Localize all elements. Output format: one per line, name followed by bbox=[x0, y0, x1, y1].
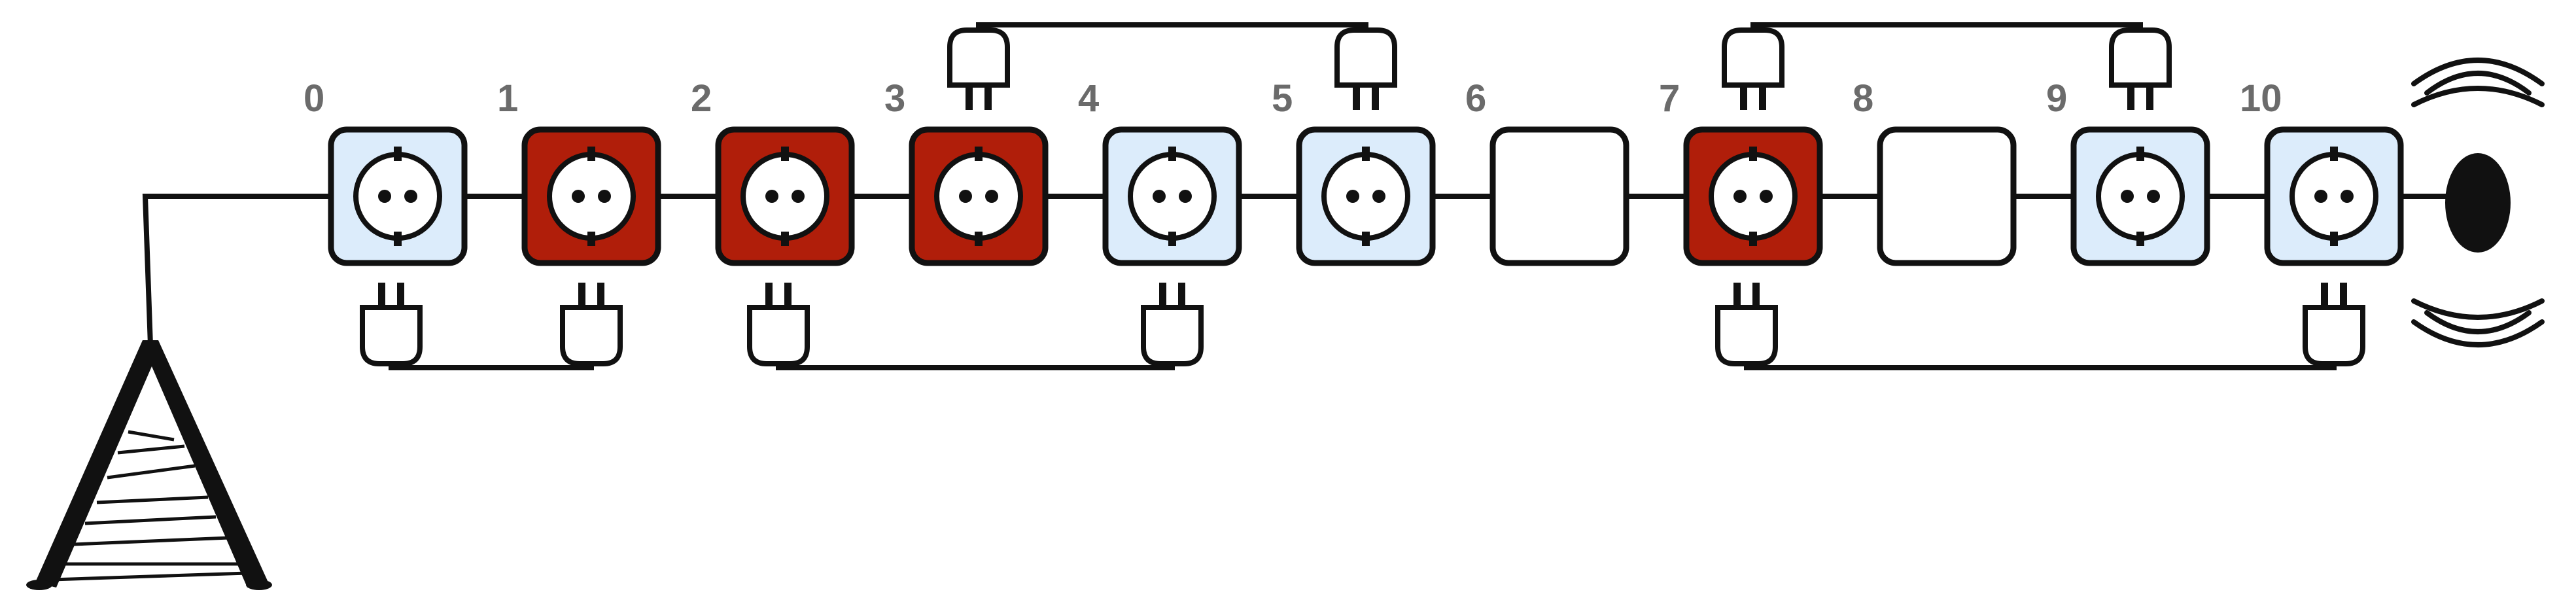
slot-3: 3 bbox=[884, 77, 1049, 266]
plug-icon bbox=[2303, 283, 2365, 366]
slot-1: 1 bbox=[497, 77, 661, 266]
power-socket-icon bbox=[2096, 147, 2185, 246]
link-wire-3-5 bbox=[976, 22, 1368, 33]
slot-2: 2 bbox=[691, 77, 855, 266]
plug-icon bbox=[360, 283, 423, 366]
link-wire-7-10 bbox=[1744, 361, 2337, 370]
slots-layer: 0 1 2 3 4 5 6 7 8 9 10 bbox=[304, 77, 2404, 266]
slot-5: 5 bbox=[1272, 77, 1436, 266]
slot-4: 4 bbox=[1078, 77, 1242, 266]
power-socket-icon bbox=[934, 147, 1023, 246]
slot-number-label: 8 bbox=[1853, 77, 1873, 120]
plug-icon bbox=[1722, 27, 1784, 110]
link-wire-7-9 bbox=[1750, 22, 2143, 33]
power-socket-icon bbox=[1321, 147, 1410, 246]
slot-9: 9 bbox=[2046, 77, 2210, 266]
transmission-tower-icon bbox=[26, 340, 272, 590]
power-socket-icon bbox=[353, 147, 442, 246]
slot-7: 7 bbox=[1659, 77, 1823, 266]
slot-8: 8 bbox=[1853, 77, 2017, 266]
slot-number-label: 3 bbox=[884, 77, 905, 120]
power-socket-icon bbox=[740, 147, 829, 246]
plug-icon bbox=[1334, 27, 1397, 110]
slot-number-label: 7 bbox=[1659, 77, 1680, 120]
link-wire-0-1 bbox=[389, 361, 594, 370]
power-socket-icon bbox=[2289, 147, 2378, 246]
plug-icon bbox=[560, 283, 623, 366]
slot-number-label: 2 bbox=[691, 77, 712, 120]
plug-icon bbox=[2109, 27, 2172, 110]
slot-number-label: 0 bbox=[304, 77, 324, 120]
slot-number-label: 5 bbox=[1272, 77, 1293, 120]
slot-number-label: 4 bbox=[1078, 77, 1099, 120]
plug-icon bbox=[1141, 283, 1204, 366]
slot-10: 10 bbox=[2240, 77, 2404, 266]
power-socket-icon bbox=[1709, 147, 1798, 246]
link-wire-2-4 bbox=[776, 361, 1175, 370]
slot-0: 0 bbox=[304, 77, 468, 266]
slot-box bbox=[1489, 126, 1629, 266]
slot-number-label: 1 bbox=[497, 77, 518, 120]
power-socket-icon bbox=[547, 147, 636, 246]
power-socket-icon bbox=[1128, 147, 1217, 246]
slot-number-label: 10 bbox=[2240, 77, 2282, 120]
plug-icon bbox=[1715, 283, 1778, 366]
wireless-signal-icon bbox=[2411, 58, 2545, 347]
plugs-layer bbox=[360, 27, 2365, 366]
plug-icon bbox=[747, 283, 810, 366]
main-bus-wire bbox=[142, 194, 2449, 349]
slot-number-label: 6 bbox=[1465, 77, 1486, 120]
slot-box bbox=[1877, 126, 2017, 266]
plug-icon bbox=[947, 27, 1010, 110]
slot-6: 6 bbox=[1465, 77, 1629, 266]
slot-number-label: 9 bbox=[2046, 77, 2067, 120]
